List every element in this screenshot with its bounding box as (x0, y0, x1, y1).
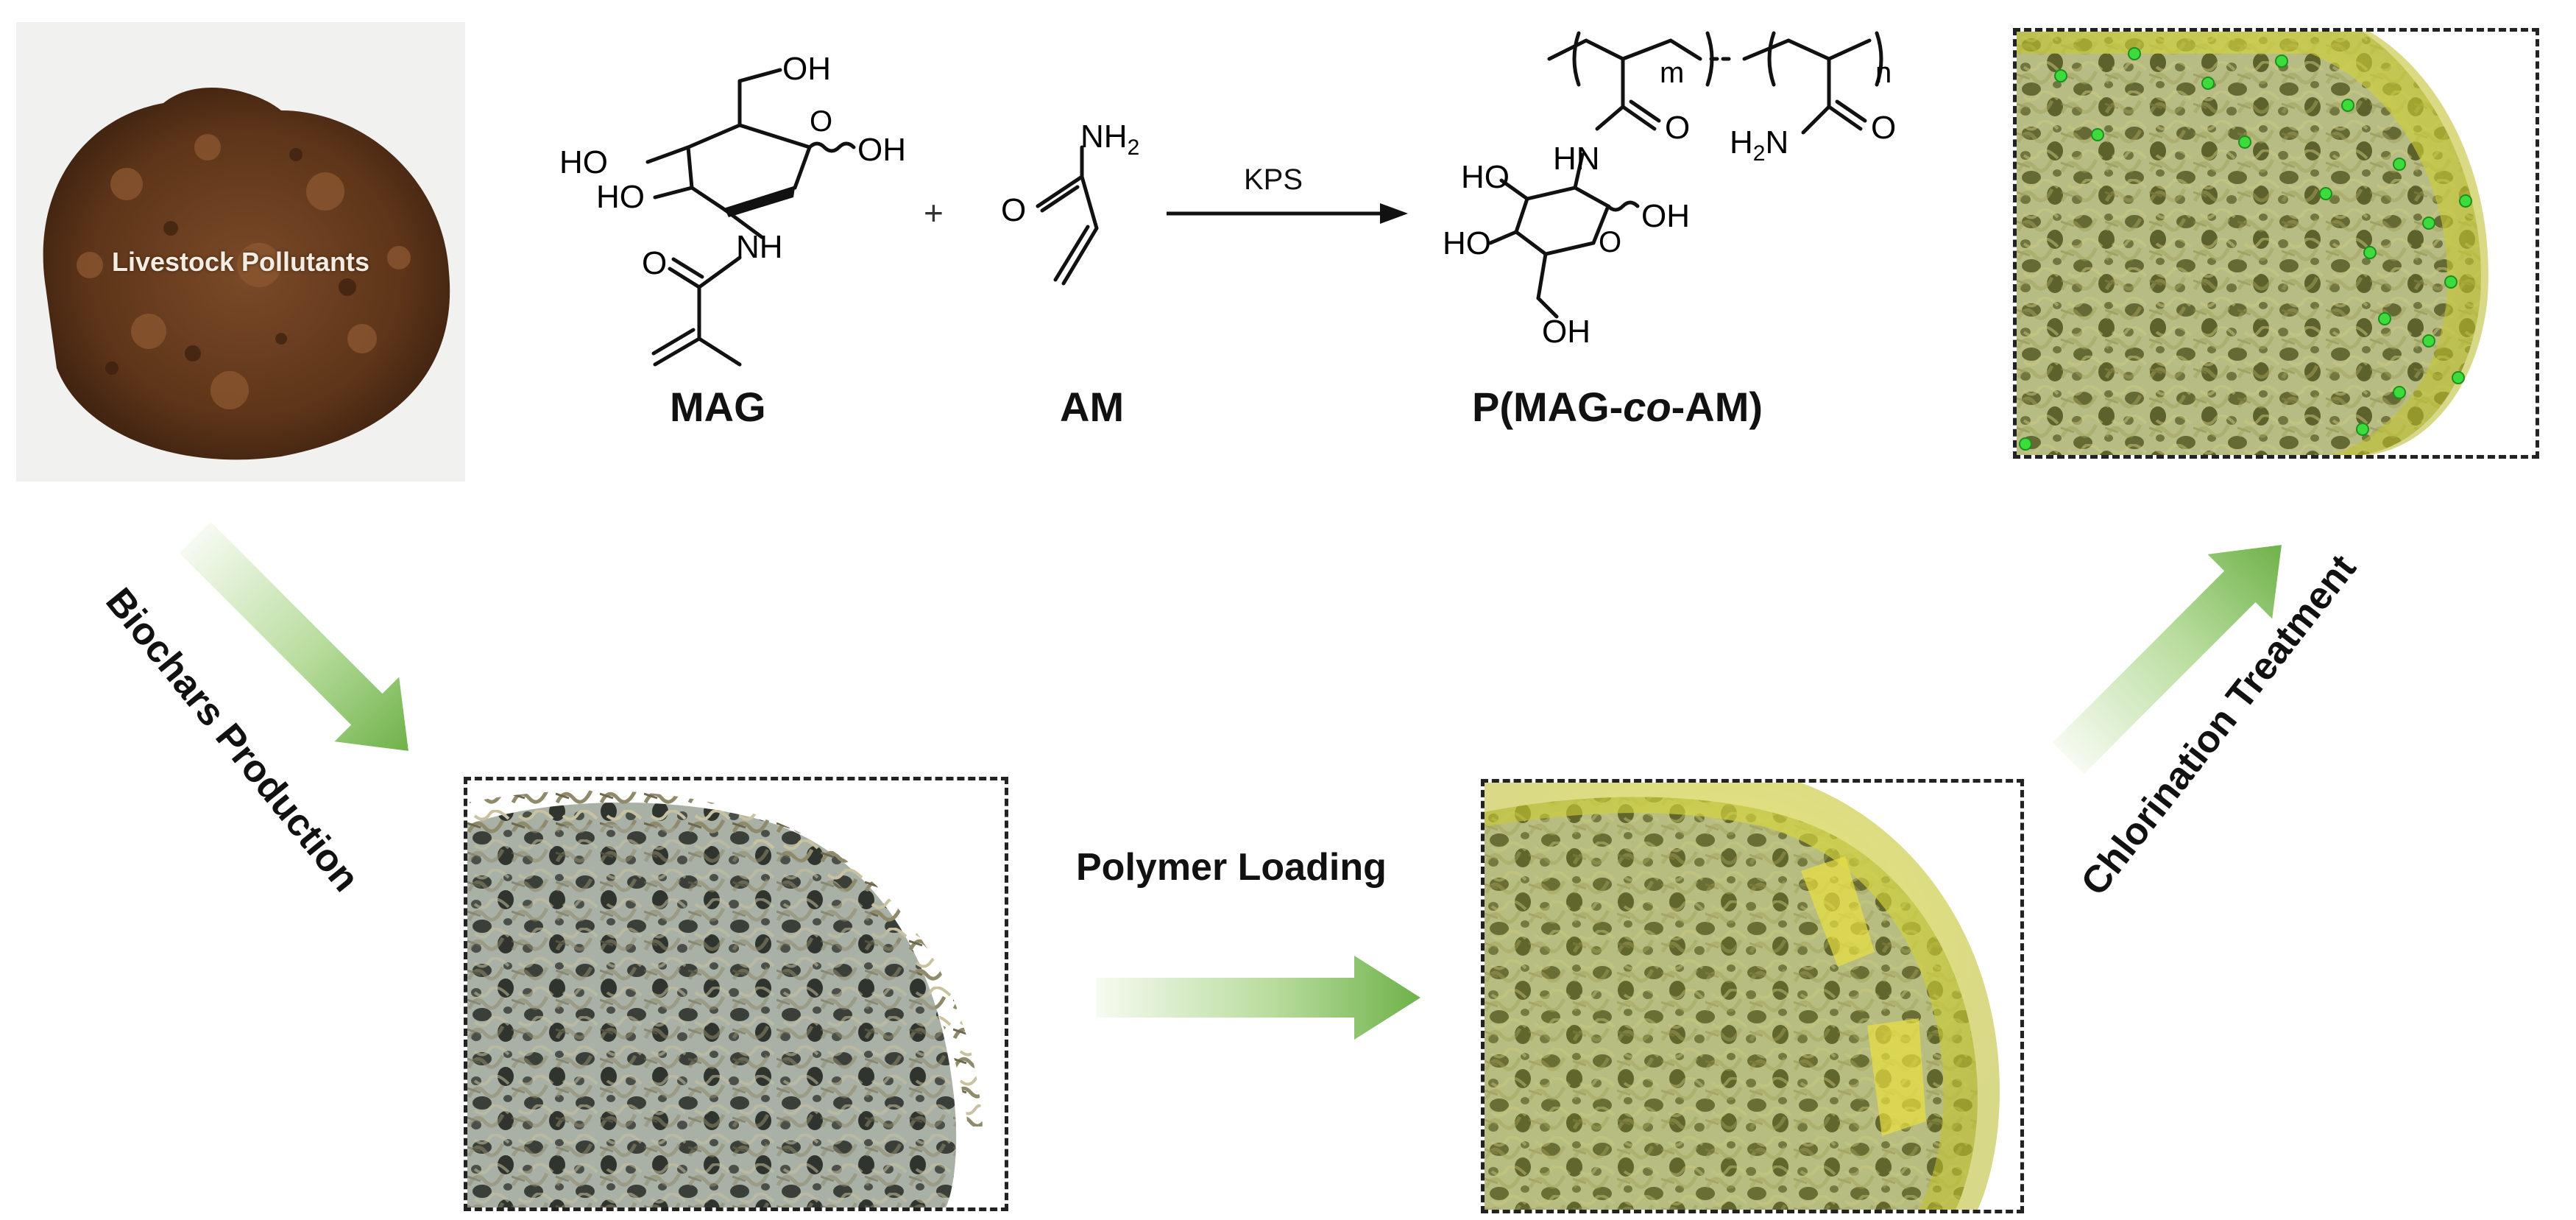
copolymer-oh-right: OH (1641, 198, 1690, 234)
mag-ho-2: HO (596, 179, 645, 215)
copolymer-ho-2: HO (1443, 225, 1491, 261)
kps-label: KPS (1244, 163, 1303, 196)
mag-nh: NH (736, 229, 783, 265)
copolymer-h2n: H2N (1730, 124, 1788, 166)
copolymer-ho-1: HO (1461, 159, 1510, 195)
biochar-production-arrow (179, 521, 408, 751)
soil-pile-image (43, 87, 450, 460)
copolymer-label-co: co (1623, 384, 1671, 430)
polymer-loading-label: Polymer Loading (1076, 846, 1387, 889)
plus-sign: + (924, 194, 944, 232)
copolymer-o1: O (1665, 110, 1690, 146)
chlorination-arrow (2052, 545, 2282, 775)
am-o: O (1001, 192, 1026, 228)
mag-o-amide: O (642, 245, 667, 281)
polymer-loading-arrow (1097, 956, 1420, 1040)
polymer-loaded-biochar-image (1485, 783, 2000, 1210)
copolymer-label: P(MAG-co-AM) (1472, 383, 1763, 431)
copolymer-label-suffix: -AM) (1671, 384, 1763, 430)
reaction-arrow (1167, 203, 1408, 224)
copolymer-oh-bottom: OH (1542, 314, 1590, 350)
biochar-box (464, 777, 1008, 1211)
copolymer-m: m (1660, 57, 1684, 89)
mag-oh-top: OH (782, 51, 831, 87)
copolymer-structure: m n HN O O H2N HO HO O OH OH (1443, 31, 1896, 350)
chlorinated-biochar-box (2013, 28, 2539, 459)
chlorinated-biochar-image (2017, 32, 2488, 455)
mag-label: MAG (670, 384, 766, 430)
am-nh2: NH2 (1080, 119, 1139, 160)
am-label: AM (1060, 384, 1125, 430)
mag-oh-right: OH (857, 132, 905, 168)
mag-structure: OH HO HO O OH NH O (559, 51, 905, 367)
copolymer-o2: O (1871, 110, 1896, 146)
mag-ho-1: HO (559, 144, 608, 180)
livestock-photo: Livestock Pollutants (16, 22, 465, 482)
copolymer-n: n (1875, 57, 1892, 89)
mag-o-ring: O (810, 105, 832, 138)
polymer-loaded-biochar-box (1481, 779, 2024, 1213)
photo-caption: Livestock Pollutants (111, 247, 370, 277)
biochar-image (467, 790, 983, 1207)
copolymer-o-ring: O (1599, 226, 1621, 258)
am-structure: NH2 O (1001, 119, 1139, 286)
copolymer-hn: HN (1553, 141, 1600, 177)
copolymer-label-prefix: P(MAG- (1472, 384, 1624, 430)
